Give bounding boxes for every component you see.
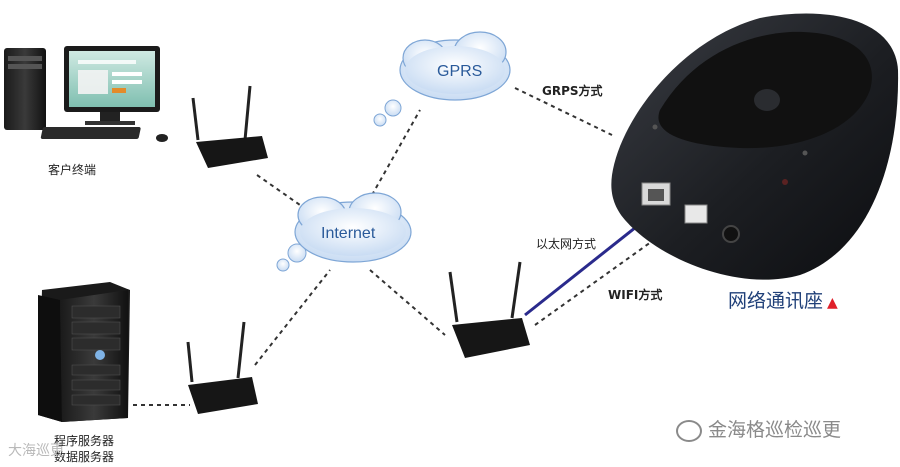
ethernet-cable — [524, 210, 656, 317]
link-wifi-dock — [534, 231, 666, 326]
server-tower — [38, 282, 130, 422]
ethernet-link-label: 以太网方式 — [536, 237, 597, 251]
internet-cloud: Internet — [276, 192, 412, 272]
client-computer — [4, 46, 168, 142]
gprs-cloud: GPRS — [373, 31, 511, 127]
client-label: 客户终端 — [48, 163, 97, 177]
dock-title: 网络通讯座▲ — [728, 286, 838, 313]
wechat-icon — [676, 419, 702, 442]
usb-port — [684, 204, 708, 224]
network-dock — [611, 13, 899, 280]
link-server-router-internet — [254, 269, 331, 366]
keyboard — [40, 127, 141, 139]
connection-lines — [133, 87, 666, 406]
router-client — [191, 85, 268, 168]
router-server — [186, 321, 258, 414]
brand-watermark-text: 金海格巡检巡更 — [708, 419, 842, 441]
power-port — [722, 225, 740, 243]
server-label-line2: 数据服务器 — [54, 450, 115, 464]
link-internet-router-center — [369, 269, 446, 336]
gprs-cloud-label: GPRS — [437, 63, 482, 80]
dock-title-marker: ▲ — [827, 295, 838, 311]
wifi-link-label: WIFI方式 — [608, 288, 663, 302]
router-center — [448, 261, 530, 358]
mouse — [156, 134, 168, 142]
brand-watermark: 金海格巡检巡更 — [676, 415, 841, 442]
link-gprs-dock — [514, 87, 613, 136]
server-label-line1: 程序服务器 — [54, 434, 115, 448]
link-client-router-internet — [256, 174, 301, 206]
internet-cloud-label: Internet — [321, 225, 376, 242]
gprs-link-label: GRPS方式 — [542, 84, 603, 98]
dock-title-text: 网络通讯座 — [728, 290, 824, 312]
corner-watermark: 大海巡更 — [8, 443, 64, 459]
link-internet-gprs — [371, 109, 421, 196]
